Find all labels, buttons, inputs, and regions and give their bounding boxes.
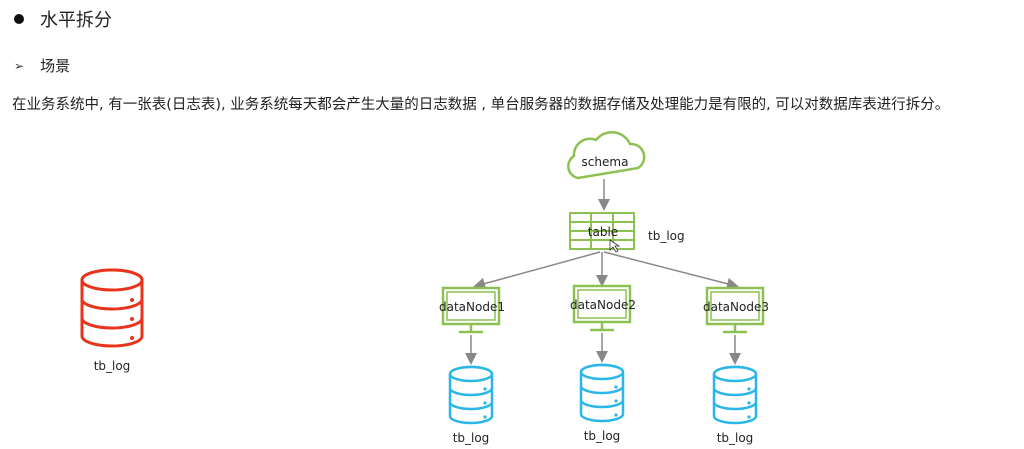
database-icon [579, 363, 625, 423]
table-label: table [588, 225, 618, 239]
subsection-heading: ➢ 场景 [14, 55, 70, 76]
heading-title: 水平拆分 [40, 10, 112, 31]
data-node-label: dataNode1 [439, 300, 505, 314]
arrow-bullet-icon: ➢ [14, 58, 25, 73]
source-database-icon [80, 268, 144, 348]
section-heading: 水平拆分 [14, 6, 112, 32]
data-node-1: dataNode1 tb_log [439, 286, 505, 445]
subsection-label: 场景 [40, 57, 71, 75]
data-node-db-label: tb_log [717, 431, 754, 445]
data-node-db-label: tb_log [584, 429, 621, 443]
data-node-label: dataNode3 [703, 300, 769, 314]
monitor-icon [441, 286, 501, 334]
schema-label: schema [582, 155, 629, 169]
scenario-paragraph: 在业务系统中, 有一张表(日志表), 业务系统每天都会产生大量的日志数据 , 单… [12, 97, 950, 113]
data-node-db-label: tb_log [453, 431, 490, 445]
bullet-icon [14, 14, 24, 24]
table-icon [569, 212, 635, 250]
mouse-cursor-icon [609, 239, 621, 253]
data-node-2: dataNode2 tb_log [570, 284, 636, 443]
source-db-label: tb_log [94, 359, 131, 373]
schema-cloud-icon [567, 131, 646, 180]
monitor-icon [705, 286, 765, 334]
data-node-3: dataNode3 tb_log [703, 286, 769, 445]
table-name-label: tb_log [648, 229, 685, 243]
data-node-label: dataNode2 [570, 298, 636, 312]
database-icon [712, 365, 758, 425]
monitor-icon [572, 284, 632, 332]
database-icon [448, 365, 494, 425]
